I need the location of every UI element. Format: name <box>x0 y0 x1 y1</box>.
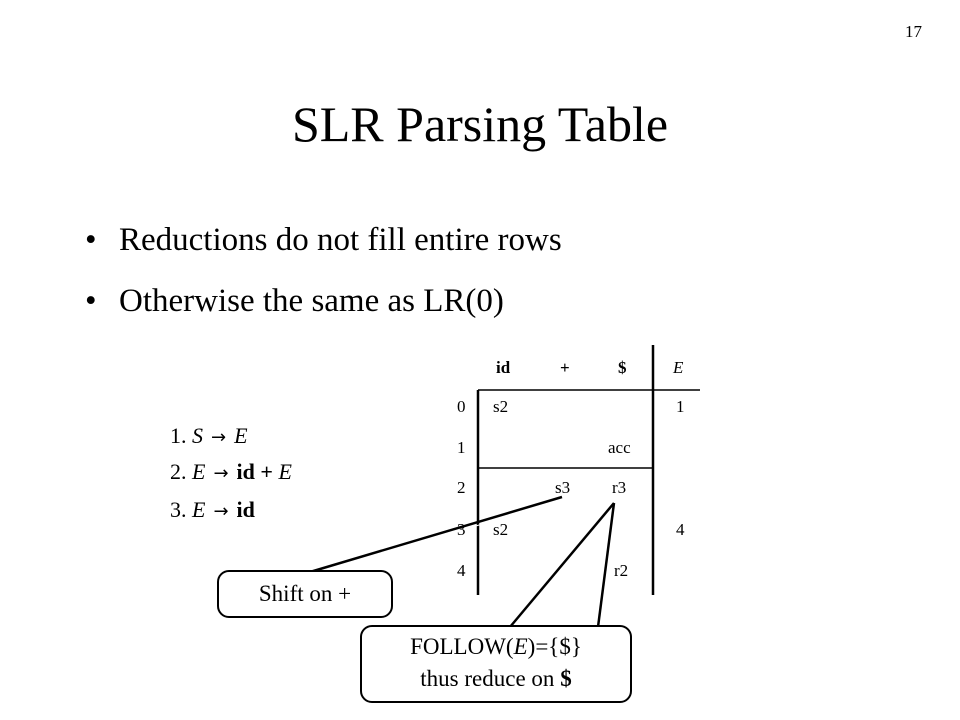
table-cell: s2 <box>493 520 509 539</box>
rule-rhs-terminal: id <box>236 497 255 522</box>
table-state: 4 <box>457 561 466 580</box>
grammar-rule: 2. E→id + E <box>170 459 292 484</box>
table-cell: 4 <box>676 520 685 539</box>
bullet-text: Reductions do not fill entire rows <box>119 222 562 258</box>
table-header-id: id <box>496 358 511 377</box>
bullet-item: • Reductions do not fill entire rows <box>85 222 562 259</box>
right-arrow-icon: → <box>213 501 229 522</box>
bullet-dot-icon: • <box>85 283 97 319</box>
table-cell: 1 <box>676 397 685 416</box>
bullet-item: • Otherwise the same as LR(0) <box>85 283 504 320</box>
table-header-plus: + <box>560 358 570 377</box>
bullet-text: Otherwise the same as LR(0) <box>119 283 504 319</box>
table-cell: s3 <box>555 478 571 497</box>
shift-callout-pointer-inner <box>321 498 567 573</box>
rule-lhs: E <box>192 497 206 522</box>
follow-callout-pointer-right <box>596 502 616 628</box>
grammar-rule: 1. S → E <box>170 423 248 449</box>
right-arrow-icon: → <box>211 427 227 448</box>
table-cell: r2 <box>614 561 629 580</box>
table-header-nonterminal-e: E <box>673 358 684 377</box>
rule-lhs: S <box>192 423 203 448</box>
table-state: 2 <box>457 478 466 497</box>
rule-rhs: E <box>234 423 248 448</box>
table-state: 0 <box>457 397 466 416</box>
table-cell: r3 <box>612 478 627 497</box>
rule-number: 1. <box>170 423 187 448</box>
follow-callout-line-2: thus reduce on $ <box>420 666 572 692</box>
table-cell: acc <box>608 438 631 457</box>
slide-number: 17 <box>905 22 922 41</box>
rule-number: 3. <box>170 497 187 522</box>
grammar-rule: 3. E → id <box>170 497 255 523</box>
table-state: 3 <box>457 520 466 539</box>
slide-title: SLR Parsing Table <box>291 96 669 152</box>
follow-callout: FOLLOW(E)={$} thus reduce on $ <box>360 625 632 703</box>
table-cell: s2 <box>493 397 509 416</box>
right-arrow-icon: → <box>213 463 229 484</box>
follow-callout-line-1: FOLLOW(E)={$} <box>410 634 582 659</box>
shift-callout: Shift on + <box>217 570 393 618</box>
table-header-dollar: $ <box>618 358 627 377</box>
rule-number: 2. <box>170 459 187 484</box>
shift-callout-pointer <box>309 495 563 574</box>
table-state: 1 <box>457 438 466 457</box>
rule-rhs-terminal: id <box>236 459 255 484</box>
rule-lhs: E <box>192 459 206 484</box>
follow-callout-pointer-left <box>509 502 615 628</box>
bullet-dot-icon: • <box>85 222 97 258</box>
